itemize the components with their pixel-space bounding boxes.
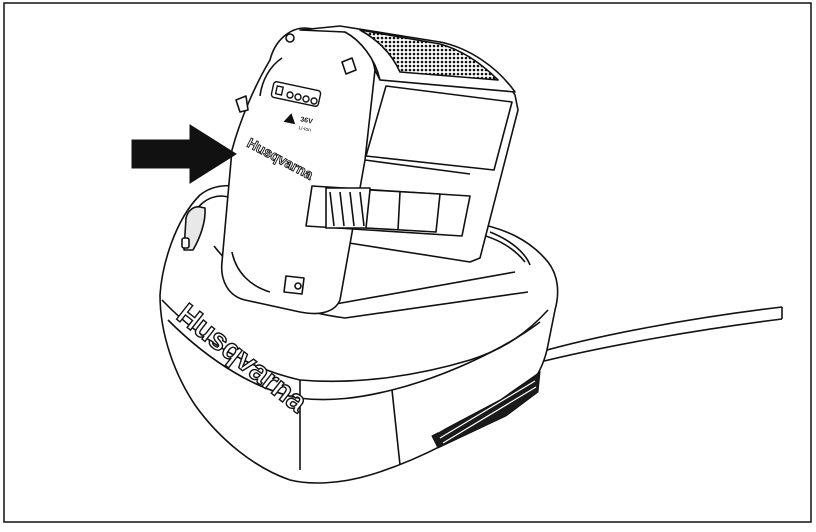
battery-voltage-label: 36V — [300, 116, 314, 126]
battery-led-panel — [270, 81, 322, 107]
battery-badge: 36V Li-Ion — [283, 113, 314, 134]
right-pointing-arrow-icon — [131, 124, 237, 184]
power-cord — [539, 306, 783, 363]
charger-vent — [431, 370, 541, 449]
warning-icon — [283, 113, 296, 125]
battery-pack — [220, 25, 519, 315]
battery-type-label: Li-Ion — [298, 125, 312, 134]
outer-border — [3, 2, 812, 523]
